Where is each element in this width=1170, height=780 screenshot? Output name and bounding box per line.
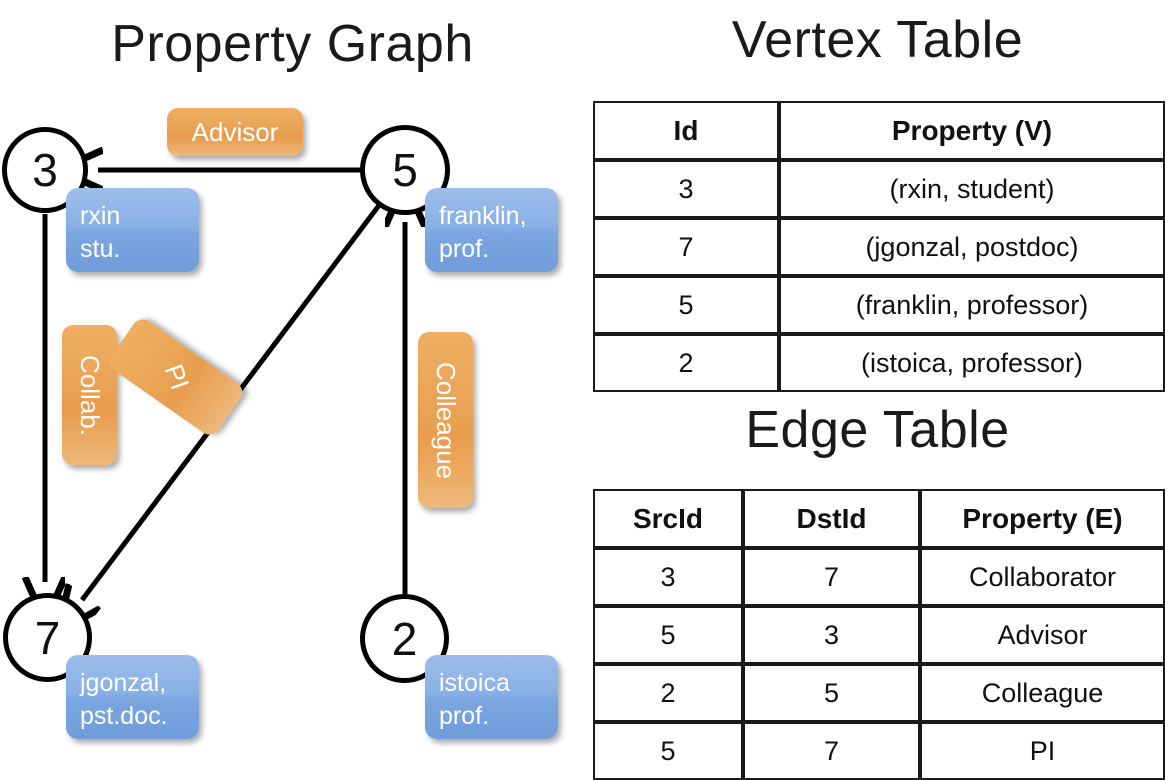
node-property-5-line2: prof. bbox=[439, 235, 490, 263]
edge-label-collab-text: Collab. bbox=[75, 354, 105, 436]
node-property-5-line1: franklin, bbox=[439, 202, 527, 230]
vertex-table-header-property: Property (V) bbox=[779, 101, 1165, 160]
vertex-table-header-row: Id Property (V) bbox=[593, 101, 1165, 160]
node-property-box-3: rxin stu. bbox=[66, 188, 199, 272]
edge-label-colleague: Colleague bbox=[418, 332, 473, 508]
page-title-edge-table: Edge Table bbox=[745, 401, 1010, 459]
vertex-row-1-property: (jgonzal, postdoc) bbox=[779, 218, 1165, 276]
node-property-7-line1: jgonzal, bbox=[80, 669, 167, 697]
edge-label-advisor: Advisor bbox=[167, 108, 303, 156]
property-graph-canvas: 3 5 7 2 rxin stu. franklin, prof. jgonza… bbox=[0, 0, 585, 760]
edge-table-header-row: SrcId DstId Property (E) bbox=[593, 489, 1165, 548]
edge-table-header-srcid: SrcId bbox=[593, 489, 743, 548]
table-row: 5 7 PI bbox=[593, 722, 1165, 780]
graph-node-5-label: 5 bbox=[392, 144, 418, 196]
table-row: 7 (jgonzal, postdoc) bbox=[593, 218, 1165, 276]
page-title-vertex-table: Vertex Table bbox=[731, 11, 1024, 69]
table-row: 5 (franklin, professor) bbox=[593, 276, 1165, 334]
node-property-box-5: franklin, prof. bbox=[425, 188, 558, 272]
table-row: 3 7 Collaborator bbox=[593, 548, 1165, 606]
table-row: 2 (istoica, professor) bbox=[593, 334, 1165, 392]
graph-node-2-label: 2 bbox=[391, 612, 418, 665]
edge-row-0-property: Collaborator bbox=[920, 548, 1165, 606]
vertex-row-2-id: 5 bbox=[593, 276, 779, 334]
table-row: 3 (rxin, student) bbox=[593, 160, 1165, 218]
table-row: 5 3 Advisor bbox=[593, 606, 1165, 664]
node-property-3-line2: stu. bbox=[80, 235, 121, 263]
graph-node-3-label: 3 bbox=[32, 144, 58, 196]
edge-row-1-src: 5 bbox=[593, 606, 743, 664]
edge-row-1-property: Advisor bbox=[920, 606, 1165, 664]
vertex-row-0-id: 3 bbox=[593, 160, 779, 218]
graph-node-2[interactable]: 2 bbox=[360, 594, 449, 683]
edge-label-advisor-text: Advisor bbox=[191, 116, 279, 147]
edge-label-colleague-text: Colleague bbox=[431, 361, 461, 479]
vertex-row-1-id: 7 bbox=[593, 218, 779, 276]
node-property-2-line1: istoica bbox=[439, 669, 510, 697]
node-property-box-7: jgonzal, pst.doc. bbox=[66, 655, 199, 739]
edge-row-0-src: 3 bbox=[593, 548, 743, 606]
table-row: 2 5 Colleague bbox=[593, 664, 1165, 722]
vertex-row-0-property: (rxin, student) bbox=[779, 160, 1165, 218]
vertex-row-2-property: (franklin, professor) bbox=[779, 276, 1165, 334]
vertex-table: Id Property (V) 3 (rxin, student) 7 (jgo… bbox=[593, 101, 1165, 392]
edge-table-header-dstid: DstId bbox=[743, 489, 920, 548]
edge-table: SrcId DstId Property (E) 3 7 Collaborato… bbox=[593, 489, 1165, 780]
edge-table-header-property: Property (E) bbox=[920, 489, 1165, 548]
node-property-box-2: istoica prof. bbox=[425, 655, 558, 739]
edge-row-3-property: PI bbox=[920, 722, 1165, 780]
vertex-table-header-id: Id bbox=[593, 101, 779, 160]
edge-row-3-src: 5 bbox=[593, 722, 743, 780]
graph-node-7-label: 7 bbox=[34, 611, 61, 664]
edge-label-collab: Collab. bbox=[62, 325, 117, 465]
edge-label-pi-text: PI bbox=[158, 360, 195, 394]
edge-row-2-property: Colleague bbox=[920, 664, 1165, 722]
page-title-property-graph: Property Graph bbox=[111, 15, 474, 73]
vertex-row-3-property: (istoica, professor) bbox=[779, 334, 1165, 392]
node-property-3-line1: rxin bbox=[80, 202, 121, 230]
edge-row-3-dst: 7 bbox=[743, 722, 920, 780]
node-property-2-line2: prof. bbox=[439, 702, 490, 730]
node-property-7-line2: pst.doc. bbox=[80, 702, 168, 730]
vertex-row-3-id: 2 bbox=[593, 334, 779, 392]
edge-row-2-dst: 5 bbox=[743, 664, 920, 722]
edge-row-0-dst: 7 bbox=[743, 548, 920, 606]
edge-row-2-src: 2 bbox=[593, 664, 743, 722]
edge-row-1-dst: 3 bbox=[743, 606, 920, 664]
